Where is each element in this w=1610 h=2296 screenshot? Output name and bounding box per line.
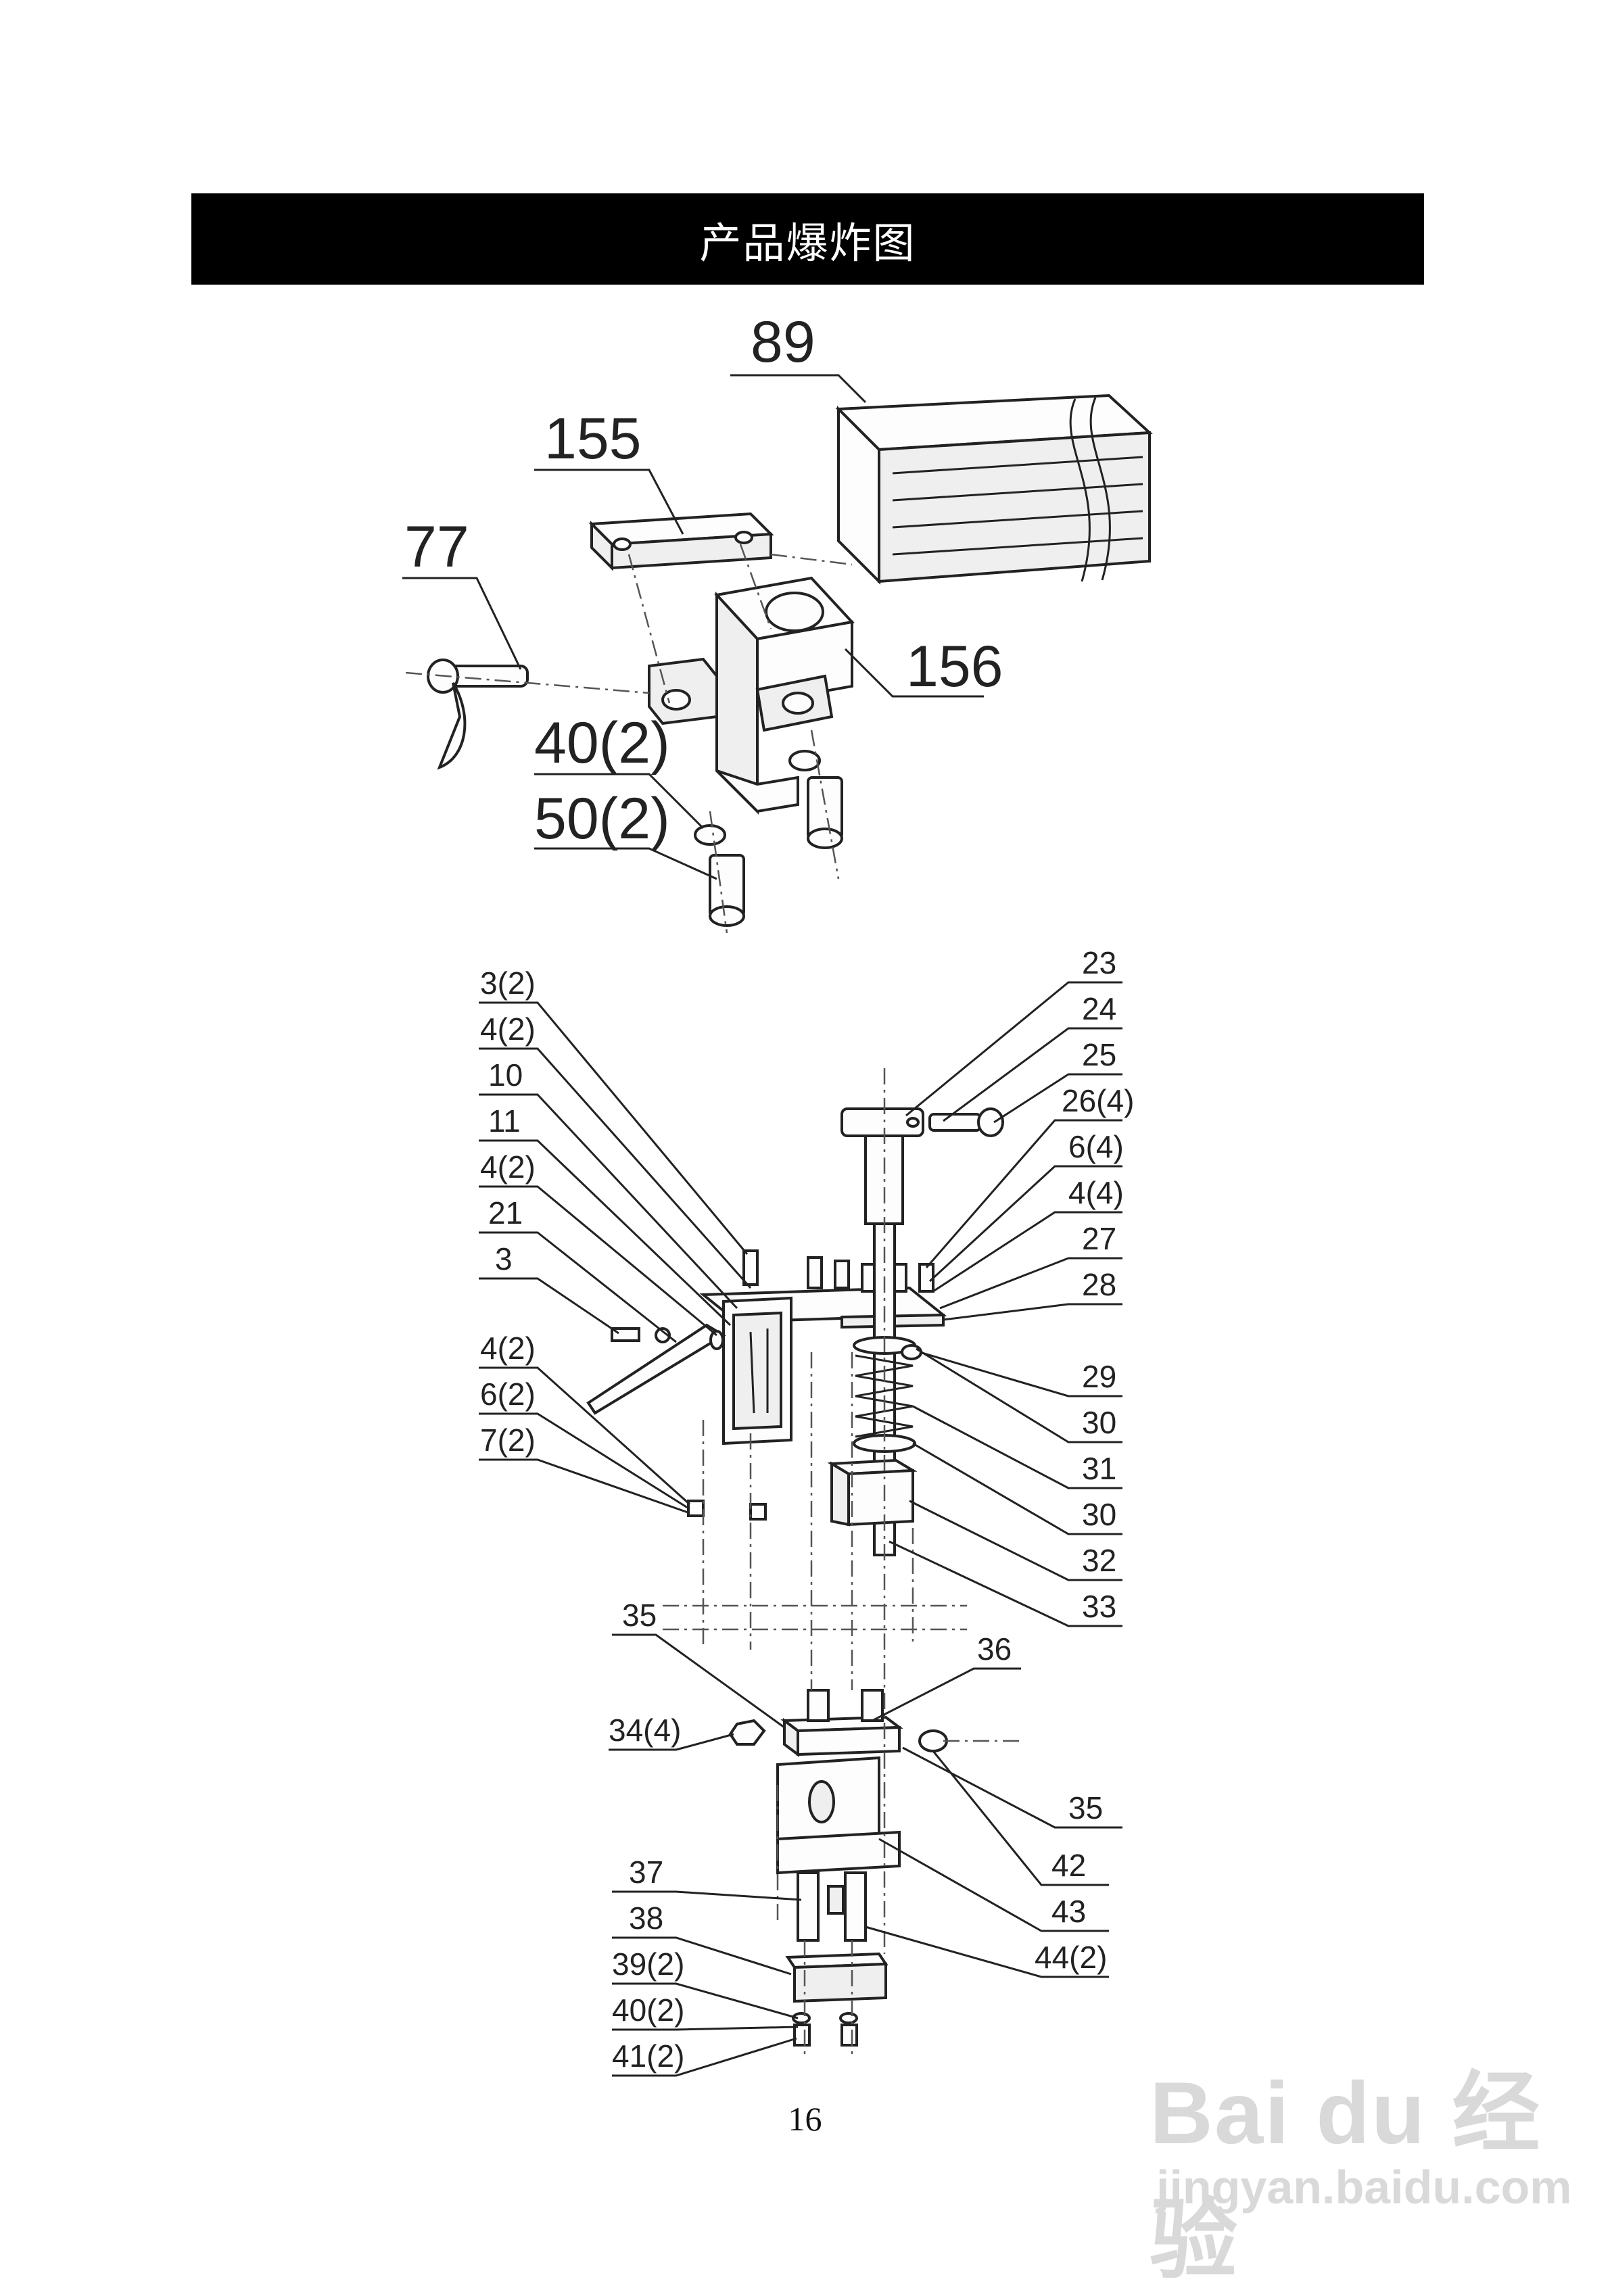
label-4x4: 4(4)	[1068, 1175, 1124, 1210]
label-3: 3	[495, 1241, 513, 1276]
part-155-bar	[588, 512, 774, 571]
part-10-frame	[722, 1296, 792, 1445]
part-39-bolts	[792, 2012, 858, 2047]
part-38-bracket	[785, 1952, 889, 2003]
label-77: 77	[404, 515, 469, 579]
label-7x2: 7(2)	[480, 1422, 536, 1458]
part-7-pins	[687, 1500, 767, 1521]
label-32: 32	[1082, 1543, 1116, 1578]
left-leaders	[479, 1001, 802, 2077]
part-26-bolts	[742, 1249, 934, 1293]
part-3-screw	[611, 1327, 724, 1350]
label-29: 29	[1082, 1359, 1116, 1394]
label-30-b: 30	[1082, 1497, 1116, 1532]
label-28: 28	[1082, 1267, 1116, 1302]
part-34-nut	[728, 1719, 766, 1746]
bottom-assembly: 3(2) 4(2) 10 11 4(2) 21 3 4(2) 6(2) 7(2)…	[479, 945, 1134, 2077]
label-34x4: 34(4)	[609, 1713, 681, 1748]
label-43: 43	[1051, 1894, 1086, 1929]
watermark-url: jingyan.baidu.com	[1156, 2161, 1572, 2214]
label-89: 89	[751, 310, 815, 375]
label-39x2: 39(2)	[612, 1946, 684, 1982]
label-27: 27	[1082, 1221, 1116, 1256]
part-43-block	[776, 1756, 901, 1875]
label-40x2: 40(2)	[534, 711, 670, 775]
label-42: 42	[1051, 1848, 1086, 1883]
label-44x2: 44(2)	[1035, 1940, 1107, 1975]
part-156-block	[648, 576, 855, 815]
right-leaders	[865, 981, 1122, 1978]
part-44-shafts	[797, 1871, 867, 1942]
label-25: 25	[1082, 1037, 1116, 1072]
label-41x2: 41(2)	[612, 2038, 684, 2074]
label-36: 36	[977, 1631, 1012, 1667]
label-21: 21	[488, 1195, 523, 1230]
label-156: 156	[906, 634, 1003, 699]
right-labels: 23 24 25 26(4) 6(4) 4(4) 27 28 29 30 31 …	[977, 945, 1134, 1975]
part-32-block	[827, 1458, 918, 1527]
label-35-a: 35	[622, 1598, 657, 1633]
part-23-cap	[840, 1107, 924, 1225]
label-11: 11	[488, 1103, 521, 1139]
page-number: 16	[788, 2100, 822, 2138]
label-10: 10	[488, 1057, 523, 1093]
page-title: 产品爆炸图	[699, 220, 916, 267]
label-155: 155	[544, 406, 642, 471]
label-6x4: 6(4)	[1068, 1129, 1124, 1164]
label-23: 23	[1082, 945, 1116, 980]
watermark-brand: Bai du 经验	[1150, 2063, 1542, 2289]
label-35-b: 35	[1068, 1790, 1103, 1825]
left-labels: 3(2) 4(2) 10 11 4(2) 21 3 4(2) 6(2) 7(2)…	[480, 965, 684, 2074]
label-31: 31	[1082, 1451, 1116, 1486]
label-33: 33	[1082, 1589, 1116, 1624]
label-4x2-a: 4(2)	[480, 1011, 536, 1047]
label-4x2-b: 4(2)	[480, 1149, 536, 1185]
top-assembly: 89 155 77 156 40(2) 50(2)	[402, 310, 1153, 934]
part-36-crossbar	[780, 1689, 948, 1757]
part-21-blade	[586, 1323, 726, 1415]
part-89-extrusion	[835, 393, 1153, 585]
label-24: 24	[1082, 991, 1116, 1026]
label-40x2-b: 40(2)	[612, 1992, 684, 2028]
label-3x2: 3(2)	[480, 965, 536, 1001]
label-6x2: 6(2)	[480, 1377, 536, 1412]
label-4x2-c: 4(2)	[480, 1331, 536, 1366]
label-30-a: 30	[1082, 1405, 1116, 1440]
page-title-bar: 产品爆炸图	[191, 193, 1424, 285]
part-25-screw	[928, 1107, 1004, 1137]
label-38: 38	[629, 1900, 663, 1936]
part-40-washers	[694, 750, 821, 846]
label-50x2: 50(2)	[534, 786, 670, 851]
label-37: 37	[629, 1855, 663, 1890]
label-26x4: 26(4)	[1062, 1083, 1134, 1118]
